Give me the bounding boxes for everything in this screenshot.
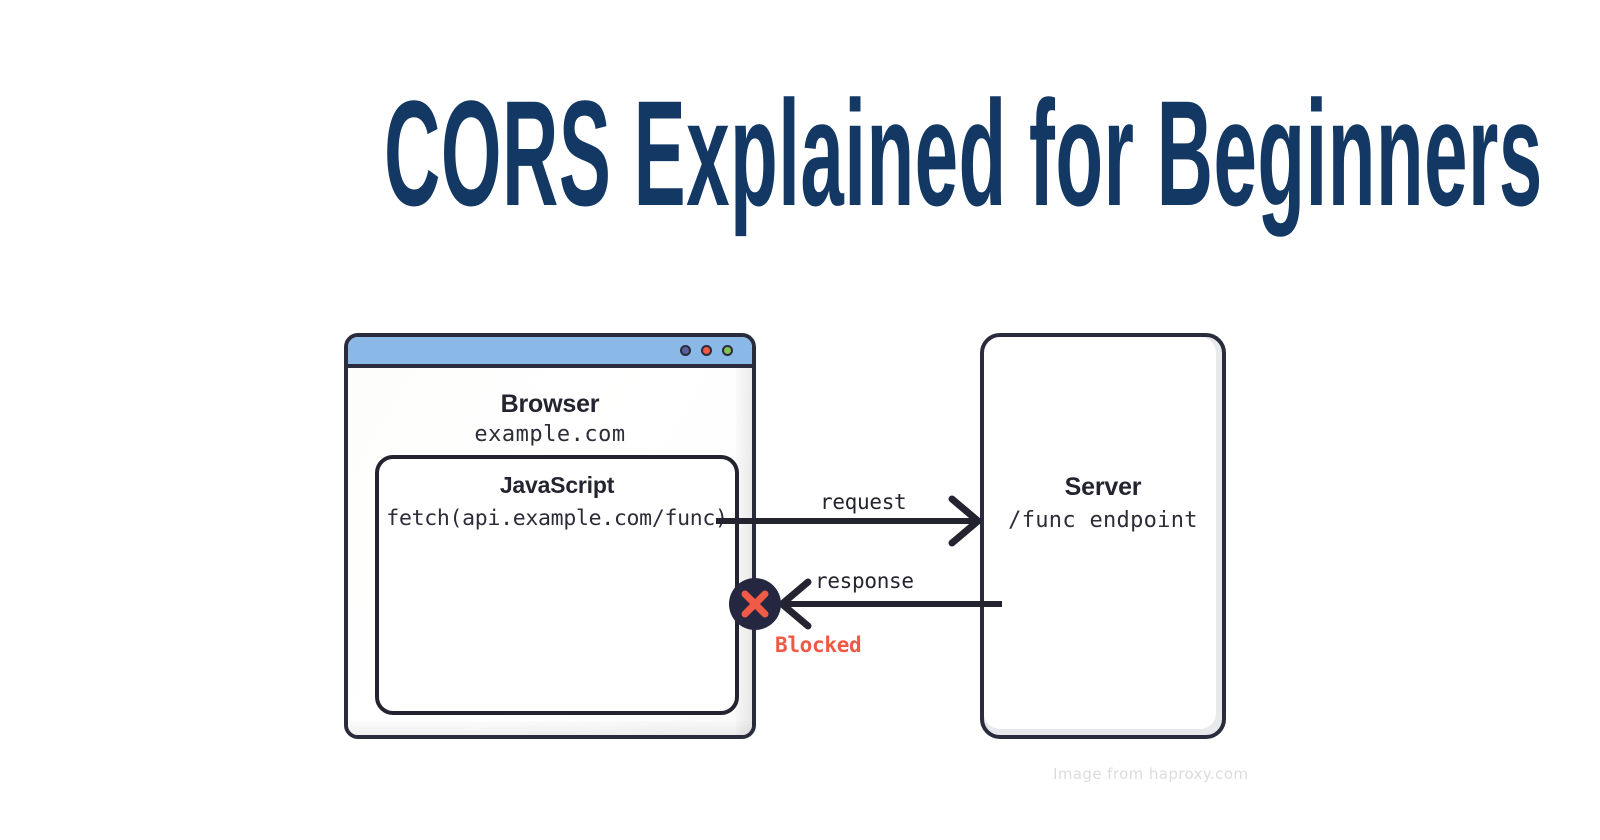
window-maximize-dot-icon[interactable] bbox=[722, 345, 733, 356]
browser-origin-label: example.com bbox=[474, 422, 626, 447]
response-label: response bbox=[815, 569, 914, 593]
browser-viewport: Browser example.com JavaScript fetch(api… bbox=[348, 368, 752, 735]
image-credit: Image from haproxy.com bbox=[1053, 765, 1249, 783]
blocked-label: Blocked bbox=[775, 633, 862, 657]
browser-heading: Browser bbox=[500, 390, 600, 418]
server-heading: Server bbox=[1064, 473, 1142, 501]
javascript-fetch-code: fetch(api.example.com/func) bbox=[386, 506, 728, 531]
server-box-face bbox=[984, 337, 1216, 729]
browser-titlebar bbox=[348, 337, 752, 368]
x-mark-icon bbox=[741, 590, 769, 618]
javascript-box: JavaScript fetch(api.example.com/func) bbox=[375, 455, 739, 715]
blocked-badge bbox=[729, 578, 781, 630]
javascript-heading: JavaScript bbox=[499, 472, 615, 498]
window-minimize-dot-icon[interactable] bbox=[701, 345, 712, 356]
server-endpoint-label: /func endpoint bbox=[1008, 508, 1198, 533]
browser-window: Browser example.com JavaScript fetch(api… bbox=[344, 333, 756, 739]
window-close-dot-icon[interactable] bbox=[680, 345, 691, 356]
request-label: request bbox=[820, 490, 907, 514]
server-box: Server /func endpoint bbox=[980, 333, 1226, 739]
